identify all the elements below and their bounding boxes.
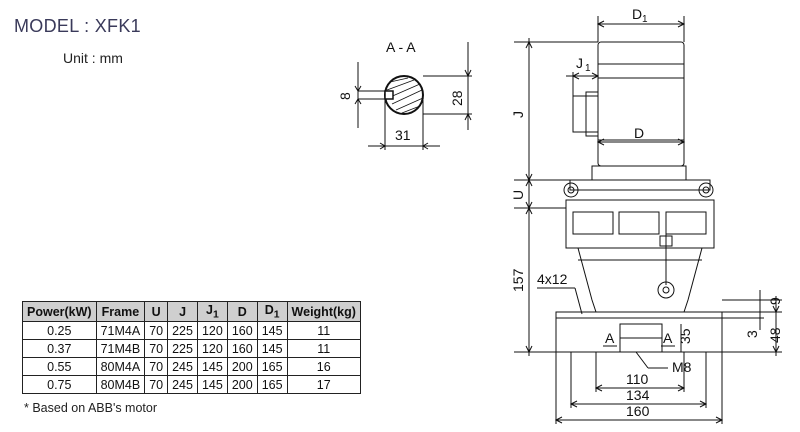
col-j: J — [167, 301, 198, 322]
lift-eye-left — [563, 182, 579, 198]
conical-body — [577, 247, 703, 313]
gearbox-window-1 — [572, 211, 614, 235]
col-u: U — [144, 301, 169, 322]
cell: 0.55 — [22, 357, 97, 376]
cell: 165 — [256, 375, 288, 394]
dim-3: 3 — [744, 330, 760, 338]
section-marker-left: A — [605, 330, 615, 346]
cell: 245 — [167, 357, 198, 376]
dim-J1-sub: 1 — [585, 63, 591, 74]
cell: 71M4A — [95, 321, 146, 340]
cell: 245 — [167, 375, 198, 394]
cell: 16 — [286, 357, 361, 376]
cell: 0.37 — [22, 339, 97, 358]
dim-8: 8 — [337, 92, 353, 100]
cell: 200 — [226, 357, 258, 376]
cell: 200 — [226, 375, 258, 394]
lift-eye-left-inner — [567, 186, 575, 194]
dim-U: U — [510, 190, 526, 200]
cell: 145 — [256, 321, 288, 340]
footnote: * Based on ABB's motor — [24, 401, 158, 415]
gauge-eye-inner — [662, 286, 670, 294]
dim-4x12: 4x12 — [537, 271, 568, 287]
elevation-dimensions: D 1 J 1 D J U — [510, 6, 783, 424]
col-power: Power(kW) — [22, 301, 97, 322]
cell: 70 — [144, 321, 169, 340]
dim-D1-sub: 1 — [642, 14, 648, 25]
dim-J: J — [510, 111, 526, 118]
col-weight: Weight(kg) — [286, 301, 361, 322]
cell: 71M4B — [95, 339, 146, 358]
motor-flange — [591, 165, 687, 181]
cell: 0.25 — [22, 321, 97, 340]
section-a-a: A - A 8 28 — [337, 39, 472, 150]
gearbox-window-3 — [665, 211, 707, 235]
cell: 120 — [196, 321, 228, 340]
spec-table: Power(kW) Frame U J J1 D D1 Weight(kg) 0… — [22, 301, 361, 394]
cell: 80M4B — [95, 375, 146, 394]
cell: 145 — [256, 339, 288, 358]
table-header-row: Power(kW) Frame U J J1 D D1 Weight(kg) — [22, 301, 361, 322]
table-row: 0.55 80M4A 70 245 145 200 165 16 — [22, 357, 361, 376]
cell: 120 — [196, 339, 228, 358]
dim-48: 48 — [767, 327, 783, 343]
cell: 0.75 — [22, 375, 97, 394]
dim-157: 157 — [510, 268, 526, 292]
dim-160: 160 — [626, 403, 650, 419]
gauge-eye — [657, 281, 675, 299]
cell: 145 — [196, 357, 228, 376]
dim-35: 35 — [677, 328, 693, 344]
cell: 80M4A — [95, 357, 146, 376]
motor-body — [597, 41, 685, 167]
table-row: 0.37 71M4B 70 225 120 160 145 11 — [22, 339, 361, 358]
model-title: MODEL : XFK1 — [14, 16, 141, 36]
unit-label: Unit : mm — [63, 50, 123, 66]
lift-eye-right — [698, 182, 714, 198]
section-marker-right: A — [663, 330, 673, 346]
cell: 160 — [226, 339, 258, 358]
section-title: A - A — [386, 39, 416, 55]
keyway — [384, 90, 394, 100]
dim-J1: J — [576, 55, 583, 71]
dim-110: 110 — [626, 371, 649, 387]
terminal-box-flange — [585, 91, 599, 137]
cell: 225 — [167, 321, 198, 340]
col-j1: J1 — [196, 301, 228, 322]
cell: 145 — [196, 375, 228, 394]
table-row: 0.75 80M4B 70 245 145 200 165 17 — [22, 375, 361, 394]
cell: 17 — [286, 375, 361, 394]
dim-134: 134 — [626, 387, 650, 403]
dim-D: D — [634, 125, 644, 141]
lift-eye-right-inner — [702, 186, 710, 194]
col-d: D — [226, 301, 258, 322]
upper-plate — [569, 179, 711, 191]
cell: 225 — [167, 339, 198, 358]
gearbox-window-2 — [618, 211, 660, 235]
cell: 70 — [144, 357, 169, 376]
dim-M8: M8 — [672, 359, 692, 375]
dim-31: 31 — [395, 127, 411, 143]
cell: 70 — [144, 375, 169, 394]
gauge-top — [659, 235, 673, 247]
cell: 165 — [256, 357, 288, 376]
cell: 11 — [286, 339, 361, 358]
dim-9: 9 — [767, 297, 783, 305]
motor-assembly — [555, 41, 723, 353]
cell: 11 — [286, 321, 361, 340]
table-row: 0.25 71M4A 70 225 120 160 145 11 — [22, 321, 361, 340]
col-frame: Frame — [95, 301, 146, 322]
cell: 160 — [226, 321, 258, 340]
gearbox-housing — [565, 199, 715, 249]
dim-28: 28 — [449, 90, 465, 106]
dim-D1: D — [632, 6, 642, 22]
col-d1: D1 — [256, 301, 288, 322]
cell: 70 — [144, 339, 169, 358]
